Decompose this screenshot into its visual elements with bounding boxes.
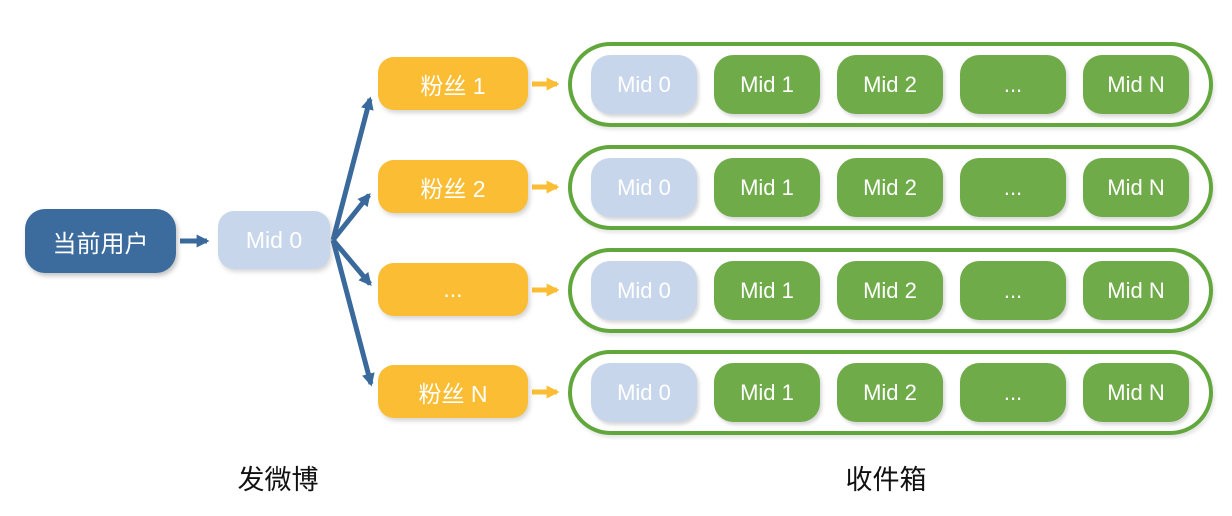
caption-post-weibo: 发微博: [237, 465, 319, 495]
inbox-pill-ellipsis: ...: [960, 158, 1066, 217]
current-user-node: 当前用户: [25, 209, 176, 273]
inbox-row-4: Mid 0 Mid 1 Mid 2 ... Mid N: [568, 350, 1213, 435]
inbox-pill-mid0: Mid 0: [591, 363, 697, 422]
inbox-pill-ellipsis: ...: [960, 261, 1066, 320]
inbox-pill-mid0: Mid 0: [591, 261, 697, 320]
inbox-pill-mid1: Mid 1: [714, 55, 820, 114]
fan-node-2: 粉丝 2: [378, 160, 528, 213]
inbox-pill-midn: Mid N: [1083, 55, 1189, 114]
caption-inbox: 收件箱: [845, 465, 927, 495]
inbox-row-1: Mid 0 Mid 1 Mid 2 ... Mid N: [568, 42, 1213, 127]
inbox-pill-mid1: Mid 1: [714, 158, 820, 217]
inbox-pill-midn: Mid N: [1083, 261, 1189, 320]
inbox-row-3: Mid 0 Mid 1 Mid 2 ... Mid N: [568, 248, 1213, 333]
inbox-pill-mid0: Mid 0: [591, 55, 697, 114]
arrow-mid-to-fan-ellipsis: [331, 238, 372, 286]
inbox-pill-mid2: Mid 2: [837, 55, 943, 114]
fan-node-ellipsis: ...: [378, 263, 528, 316]
fan-node-n: 粉丝 N: [378, 365, 528, 418]
inbox-pill-mid2: Mid 2: [837, 158, 943, 217]
inbox-pill-mid1: Mid 1: [714, 363, 820, 422]
arrow-mid-to-fan-1: [330, 96, 374, 241]
inbox-pill-ellipsis: ...: [960, 363, 1066, 422]
inbox-pill-mid0: Mid 0: [591, 158, 697, 217]
inbox-pill-mid2: Mid 2: [837, 261, 943, 320]
fan-node-1: 粉丝 1: [378, 57, 528, 110]
inbox-pill-midn: Mid N: [1083, 158, 1189, 217]
arrow-mid-to-fan-2: [331, 192, 371, 242]
inbox-row-2: Mid 0 Mid 1 Mid 2 ... Mid N: [568, 145, 1213, 230]
inbox-pill-mid2: Mid 2: [837, 363, 943, 422]
inbox-pill-ellipsis: ...: [960, 55, 1066, 114]
arrow-mid-to-fan-n: [330, 239, 375, 387]
inbox-pill-midn: Mid N: [1083, 363, 1189, 422]
inbox-pill-mid1: Mid 1: [714, 261, 820, 320]
source-mid-node: Mid 0: [218, 211, 330, 269]
